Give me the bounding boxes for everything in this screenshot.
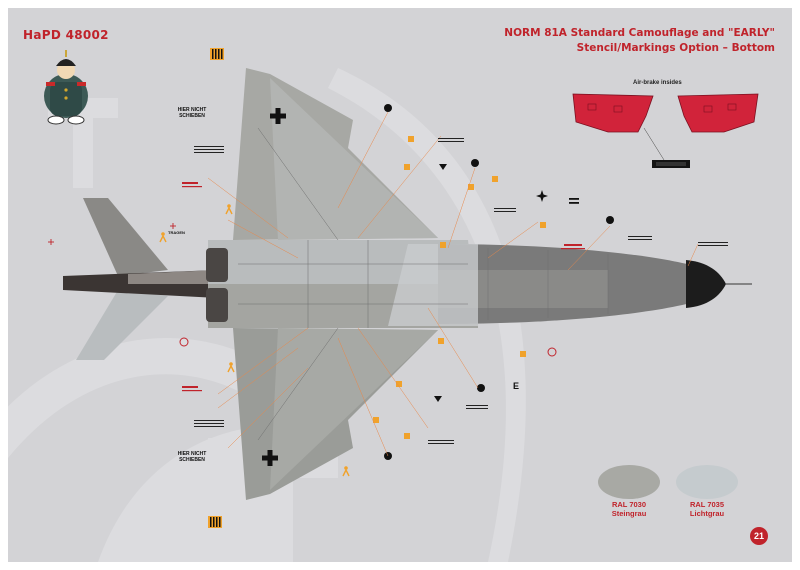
airbrake-label: Air-brake insides <box>633 80 682 86</box>
stripe-block-bottom <box>208 516 222 528</box>
tiny-text-blocks <box>194 138 728 444</box>
swatch-ral-7035: RAL 7035 <box>689 500 725 509</box>
decal-sheet: HaPD 48002 NORM 81A Standard Camouflage … <box>8 8 792 562</box>
orange-markers <box>373 136 546 439</box>
black-dot-3 <box>606 216 614 224</box>
mascot-logo <box>44 50 88 125</box>
aircraft-bottom-view: E <box>48 48 752 528</box>
page-title: NORM 81A Standard Camouflage and "EARLY"… <box>504 26 775 56</box>
nozzle-upper <box>206 248 228 282</box>
mascot-epaulette-right <box>77 82 86 86</box>
stabilizer-upper <box>83 198 168 276</box>
equals-symbol <box>569 198 579 204</box>
radome <box>686 260 726 308</box>
rear-fuselage-shade <box>128 270 218 284</box>
plus-star-symbol <box>536 190 548 202</box>
page-number: 21 <box>750 527 768 545</box>
person-stencil-3 <box>159 232 167 243</box>
airbrake-left <box>572 93 654 133</box>
swatch-name-lichtgrau: Lichtgrau <box>689 509 725 518</box>
swatch-name-steingrau: Steingrau <box>611 509 647 518</box>
swatch-label-lichtgrau: RAL 7035 Lichtgrau <box>676 500 738 518</box>
airbrake-insides <box>572 93 759 168</box>
airbrake-strip-detail <box>656 162 686 166</box>
intake-light-patch <box>388 244 478 326</box>
arrow-symbol-bottom <box>434 396 442 402</box>
red-roundel-left <box>179 337 189 347</box>
national-insignia-lower <box>262 450 278 466</box>
red-stencils <box>182 182 585 392</box>
swatch-ral-7030: RAL 7030 <box>611 500 647 509</box>
mascot-shoe-right <box>67 115 85 125</box>
black-dot-4 <box>477 384 485 392</box>
airbrake-right <box>677 93 759 133</box>
wing-lower-inner <box>270 328 438 490</box>
stencil-hier-nicht-schieben-top: HIER NICHT SCHIEBEN <box>177 107 207 119</box>
swatch-lichtgrau <box>676 465 738 499</box>
e-symbol: E <box>513 381 519 391</box>
swatch-label-steingrau: RAL 7030 Steingrau <box>598 500 660 518</box>
stencil-tragen: TRAGEN <box>168 230 185 235</box>
red-roundel-right <box>547 347 557 357</box>
svg-text:E: E <box>513 381 519 391</box>
black-dot-1 <box>384 104 392 112</box>
national-insignia-upper <box>270 108 286 124</box>
stripe-block-top <box>210 48 224 60</box>
panel-lines <box>238 127 609 441</box>
title-line-2: Stencil/Markings Option – Bottom <box>576 42 775 54</box>
watermark-letter <box>48 98 118 188</box>
swatch-steingrau <box>598 465 660 499</box>
title-line-1: NORM 81A Standard Camouflage and "EARLY" <box>504 27 775 39</box>
black-dot-2 <box>471 159 479 167</box>
red-cross-marks <box>48 223 176 245</box>
mascot-shoe-left <box>47 115 65 125</box>
mascot-button-2 <box>64 96 68 100</box>
leader-lines <box>207 111 699 457</box>
stabilizer-lower <box>76 290 168 360</box>
mascot-epaulette-left <box>46 82 55 86</box>
mascot-spike <box>65 50 67 57</box>
wing-upper-inner <box>270 78 438 240</box>
mascot-button-1 <box>64 88 68 92</box>
arrow-symbol-top <box>439 164 447 170</box>
person-stencil-2 <box>227 362 235 373</box>
forward-fuselage-light <box>438 270 608 308</box>
watermark-curve <box>328 68 526 562</box>
person-stencil-1 <box>225 204 233 215</box>
person-stencil-4 <box>342 466 350 477</box>
mascot-helmet <box>56 59 76 66</box>
airbrake-detail <box>587 103 737 113</box>
airbrake-leader <box>643 127 665 161</box>
stencil-hier-nicht-schieben-bottom: HIER NICHT SCHIEBEN <box>177 451 207 463</box>
nozzle-lower <box>206 288 228 322</box>
product-code: HaPD 48002 <box>23 28 109 42</box>
